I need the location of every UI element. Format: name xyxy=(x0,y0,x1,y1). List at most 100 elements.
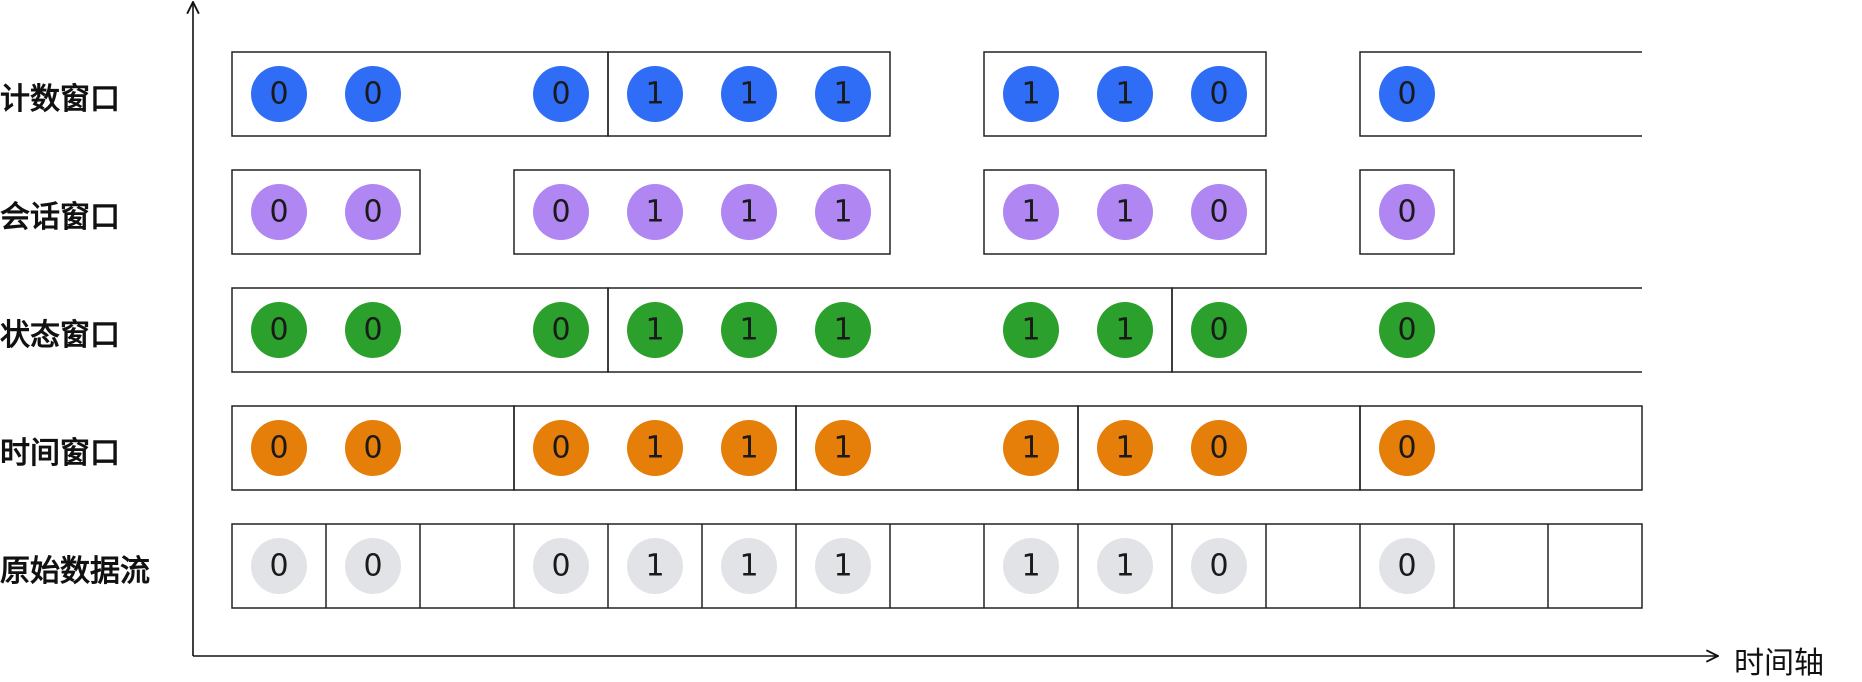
data-point-session xyxy=(1003,184,1059,240)
data-point-value: 0 xyxy=(363,431,382,466)
data-point-value: 1 xyxy=(833,313,852,348)
data-point-value: 1 xyxy=(1115,195,1134,230)
data-point-value: 0 xyxy=(269,313,288,348)
data-point-value: 0 xyxy=(1209,77,1228,112)
window-session-2 xyxy=(983,169,1267,255)
window-count-1 xyxy=(607,51,891,137)
window-raw-0 xyxy=(231,523,1643,609)
data-point-value: 0 xyxy=(1209,195,1228,230)
data-point-value: 1 xyxy=(645,313,664,348)
data-point-value: 0 xyxy=(269,549,288,584)
data-point-count xyxy=(627,66,683,122)
data-point-time xyxy=(1097,420,1153,476)
data-point-session xyxy=(1097,184,1153,240)
data-point-raw xyxy=(345,538,401,594)
data-point-raw xyxy=(1003,538,1059,594)
data-point-session xyxy=(251,184,307,240)
data-point-raw xyxy=(1097,538,1153,594)
window-count-3 xyxy=(1359,51,1642,137)
data-point-value: 1 xyxy=(1021,195,1040,230)
data-point-state xyxy=(627,302,683,358)
data-point-value: 1 xyxy=(833,195,852,230)
data-point-session xyxy=(1379,184,1435,240)
data-point-session xyxy=(1191,184,1247,240)
data-point-session xyxy=(627,184,683,240)
data-point-state xyxy=(1191,302,1247,358)
data-point-value: 0 xyxy=(1397,77,1416,112)
window-session-0 xyxy=(231,169,421,255)
window-session-1 xyxy=(513,169,891,255)
data-point-count xyxy=(721,66,777,122)
data-point-raw xyxy=(627,538,683,594)
data-point-value: 1 xyxy=(833,431,852,466)
data-point-value: 1 xyxy=(833,549,852,584)
data-point-raw xyxy=(251,538,307,594)
data-point-state xyxy=(1097,302,1153,358)
data-point-value: 0 xyxy=(551,195,570,230)
data-point-count xyxy=(251,66,307,122)
data-point-value: 1 xyxy=(645,77,664,112)
row-label-raw: 原始数据流 xyxy=(0,554,150,589)
window-time-4 xyxy=(1359,405,1643,491)
row-label-state: 状态窗口 xyxy=(0,318,120,353)
data-point-value: 1 xyxy=(1021,313,1040,348)
data-point-value: 0 xyxy=(551,431,570,466)
data-point-value: 1 xyxy=(645,431,664,466)
data-point-value: 0 xyxy=(363,549,382,584)
data-point-value: 1 xyxy=(739,313,758,348)
data-point-value: 1 xyxy=(1021,77,1040,112)
data-point-value: 1 xyxy=(1115,313,1134,348)
data-point-time xyxy=(1379,420,1435,476)
data-point-value: 1 xyxy=(739,549,758,584)
data-point-session xyxy=(815,184,871,240)
data-point-raw xyxy=(1191,538,1247,594)
data-point-value: 1 xyxy=(1021,549,1040,584)
data-point-time xyxy=(533,420,589,476)
data-point-raw xyxy=(721,538,777,594)
data-point-raw xyxy=(815,538,871,594)
data-point-value: 1 xyxy=(645,195,664,230)
data-point-value: 0 xyxy=(551,77,570,112)
window-state-1 xyxy=(607,287,1173,373)
data-point-value: 1 xyxy=(739,195,758,230)
data-point-count xyxy=(1191,66,1247,122)
data-point-state xyxy=(1379,302,1435,358)
data-point-value: 0 xyxy=(363,313,382,348)
data-point-session xyxy=(345,184,401,240)
data-point-value: 0 xyxy=(1397,549,1416,584)
data-point-value: 0 xyxy=(363,77,382,112)
data-point-value: 0 xyxy=(1209,431,1228,466)
data-point-value: 1 xyxy=(1115,549,1134,584)
data-point-state xyxy=(1003,302,1059,358)
data-point-time xyxy=(1003,420,1059,476)
data-point-time xyxy=(721,420,777,476)
data-point-value: 1 xyxy=(645,549,664,584)
window-count-2 xyxy=(983,51,1267,137)
data-point-count xyxy=(345,66,401,122)
data-point-value: 0 xyxy=(551,313,570,348)
data-point-time xyxy=(815,420,871,476)
data-point-value: 0 xyxy=(551,549,570,584)
row-label-time: 时间窗口 xyxy=(0,436,120,471)
data-point-count xyxy=(1379,66,1435,122)
data-point-state xyxy=(533,302,589,358)
data-point-value: 1 xyxy=(739,77,758,112)
data-point-time xyxy=(251,420,307,476)
data-point-value: 1 xyxy=(1115,431,1134,466)
row-label-session: 会话窗口 xyxy=(0,200,120,235)
data-point-raw xyxy=(1379,538,1435,594)
data-point-session xyxy=(533,184,589,240)
data-point-session xyxy=(721,184,777,240)
x-axis-label: 时间轴 xyxy=(1734,646,1824,681)
data-point-state xyxy=(815,302,871,358)
data-point-time xyxy=(627,420,683,476)
data-point-value: 1 xyxy=(1115,77,1134,112)
data-point-value: 0 xyxy=(269,77,288,112)
